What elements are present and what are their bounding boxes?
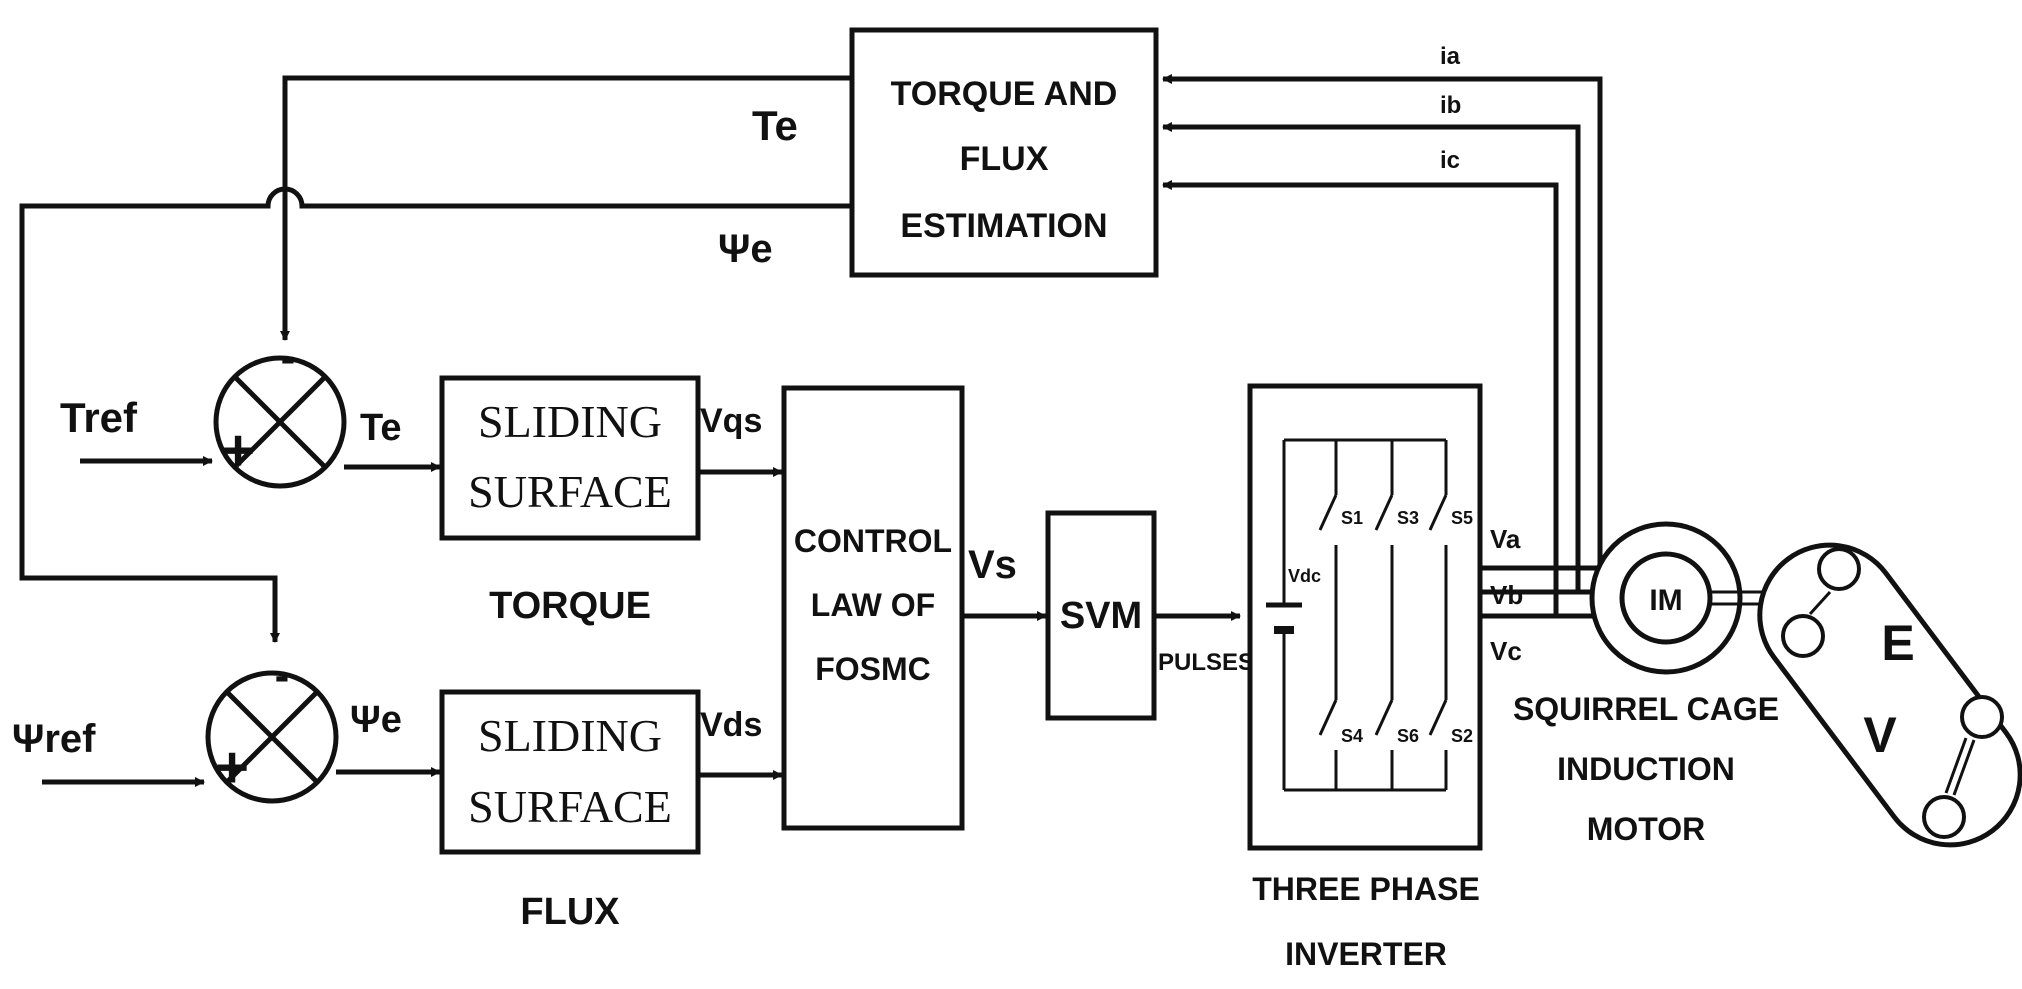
te-error-line: Te — [344, 407, 441, 472]
estimator-label-line2: FLUX — [960, 140, 1049, 178]
psi-feedback-line: Ψe — [19, 186, 852, 643]
sliding-surface-torque-block: SLIDING SURFACE TORQUE — [439, 375, 701, 627]
psi-feedback-label: Ψe — [718, 227, 773, 271]
motor-caption-line3: MOTOR — [1587, 811, 1706, 847]
va-label: Va — [1490, 524, 1521, 554]
te-error-label: Te — [360, 407, 402, 449]
three-phase-inverter-block: Vdc S1 S4 S3 S6 S5 — [1247, 383, 1483, 972]
control-law-fosmc-block: CONTROL LAW OF FOSMC — [781, 385, 965, 831]
vs-label: Vs — [968, 543, 1017, 587]
current-feedback-lines: ia ib ic — [1162, 43, 1603, 616]
ic-label: ic — [1440, 147, 1460, 174]
phase-voltage-lines: Va Vb Vc — [1480, 524, 1612, 666]
vehicle-letter-e: E — [1881, 615, 1914, 671]
vds-label: Vds — [700, 706, 762, 744]
pulses-line: PULSES — [1154, 611, 1254, 676]
pulses-label: PULSES — [1158, 649, 1254, 676]
sliding-torque-line1: SLIDING — [478, 396, 662, 447]
inverter-caption-line2: INVERTER — [1285, 936, 1447, 972]
psiref-input: Ψref — [12, 717, 205, 787]
estimator-label-line1: TORQUE AND — [891, 75, 1118, 113]
psiref-label: Ψref — [12, 717, 96, 761]
sliding-torque-caption: TORQUE — [489, 585, 651, 627]
control-law-line1: CONTROL — [794, 523, 952, 559]
motor-label: IM — [1649, 584, 1682, 617]
switch-s4-label: S4 — [1341, 726, 1363, 746]
vc-label: Vc — [1490, 636, 1522, 666]
flux-minus-sign: - — [275, 651, 290, 700]
sliding-flux-line2: SURFACE — [468, 781, 672, 832]
dc-source-symbol: Vdc — [1266, 566, 1321, 634]
switch-s5-label: S5 — [1451, 508, 1473, 528]
ia-feedback-line — [1162, 74, 1603, 568]
motor-caption-line2: INDUCTION — [1557, 751, 1735, 787]
vehicle-wheel-rear-right — [1922, 795, 1966, 839]
vqs-label: Vqs — [700, 402, 762, 440]
ia-label: ia — [1440, 43, 1461, 70]
switch-s2-label: S2 — [1451, 726, 1473, 746]
tref-label: Tref — [60, 394, 138, 441]
vs-line: Vs — [962, 543, 1047, 621]
ib-feedback-line — [1162, 122, 1581, 592]
svm-block: SVM — [1045, 510, 1157, 721]
vqs-line: Vqs — [698, 402, 783, 477]
sliding-flux-line1: SLIDING — [478, 710, 662, 761]
estimator-label-line3: ESTIMATION — [900, 207, 1107, 245]
psi-error-label: Ψe — [350, 699, 402, 741]
vehicle-wheel-front-right — [1960, 695, 2004, 739]
svm-label: SVM — [1060, 595, 1142, 637]
vehicle-letter-v: V — [1863, 707, 1897, 763]
switch-s1-label: S1 — [1341, 508, 1363, 528]
te-feedback-line: Te — [280, 75, 852, 341]
switch-s6-label: S6 — [1397, 726, 1419, 746]
vehicle-wheel-rear-left — [1781, 614, 1825, 658]
torque-plus-sign: + — [221, 418, 255, 483]
inverter-caption-line1: THREE PHASE — [1252, 871, 1480, 907]
inverter-leg-3: S5 S2 — [1428, 440, 1473, 790]
control-law-line3: FOSMC — [815, 651, 931, 687]
te-feedback-label: Te — [752, 102, 798, 149]
induction-motor: IM SQUIRREL CAGE INDUCTION MOTOR — [1513, 521, 1779, 847]
control-law-line2: LAW OF — [811, 587, 935, 623]
electric-vehicle-icon: E V — [1757, 542, 2022, 848]
vdc-label: Vdc — [1288, 566, 1321, 586]
torque-summing-junction: - + — [213, 333, 347, 489]
vb-label: Vb — [1490, 580, 1523, 610]
sliding-surface-flux-block: SLIDING SURFACE FLUX — [439, 689, 701, 933]
flux-summing-junction: - + — [205, 651, 339, 804]
sliding-flux-caption: FLUX — [520, 891, 620, 933]
motor-caption-line1: SQUIRREL CAGE — [1513, 691, 1779, 727]
torque-minus-sign: - — [281, 333, 296, 382]
sliding-torque-line2: SURFACE — [468, 466, 672, 517]
vds-line: Vds — [698, 706, 783, 780]
psi-error-line: Ψe — [336, 699, 441, 777]
ic-feedback-line — [1162, 180, 1559, 616]
vehicle-wheel-front-left — [1817, 547, 1861, 591]
tref-input: Tref — [60, 394, 213, 466]
switch-s3-label: S3 — [1397, 508, 1419, 528]
flux-plus-sign: + — [215, 735, 249, 800]
inverter-leg-1: S1 S4 — [1318, 440, 1363, 790]
inverter-leg-2: S3 S6 — [1374, 440, 1419, 790]
ib-label: ib — [1440, 92, 1461, 119]
torque-flux-estimation-block: TORQUE AND FLUX ESTIMATION — [849, 27, 1159, 278]
